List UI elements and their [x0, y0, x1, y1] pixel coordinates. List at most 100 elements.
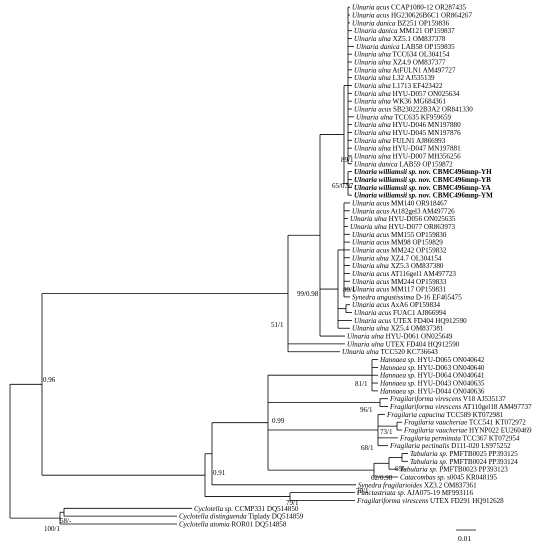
tip-label: Ulnaria ulna XZ4.9 OM837377 [354, 59, 446, 67]
tip-accession: MM242 OP159832 [389, 246, 447, 254]
tip-species: Ulnaria ulna [352, 262, 389, 270]
support-fragilaria-group: 68/1 [361, 444, 374, 452]
tip-accession: BZ251 OP159836 [396, 19, 450, 27]
tip-accession: HYU-D043 ON040635 [416, 380, 485, 388]
tip-label: Ulnaria ulna HYU-D007 MH356256 [354, 152, 461, 160]
tip-accession: HYU-D063 ON040640 [416, 364, 485, 372]
tip-species: Ulnaria ulna [354, 152, 391, 160]
support-williamsii-outer: 89/1 [341, 156, 354, 164]
tip-accession: AtFULN1 AM497727 [391, 66, 456, 74]
tip-label: Hannaea sp. HYU-D065 ON040642 [379, 356, 485, 364]
tip-label: Ulnaria acus AT116gel1 AM497723 [352, 270, 456, 278]
tip-labels: Ulnaria acus CCAP1080-12 OR287435Ulnaria… [179, 4, 532, 529]
tip-accession: V18 AJ535137 [461, 395, 506, 403]
support-ulnaria-all: 51/1 [271, 321, 284, 329]
tip-accession: HYU-D046 MN197880 [391, 121, 461, 129]
scale-bar-label: 0.01 [458, 534, 471, 543]
tip-label: Fragilariforma virescens V18 AJ535137 [389, 395, 506, 403]
tip-species: Ulnaria acus [352, 4, 389, 12]
tip-accession: CBMC496mnp-YB [431, 176, 491, 184]
tip-label: Ulnaria williamsii sp. nov. CBMC496mnp-Y… [354, 192, 493, 200]
support-cyclotella-pair: 58/- [60, 517, 72, 525]
tip-species: Cyclotella sp. [194, 505, 233, 513]
tip-accession: L32 AJ535139 [391, 74, 435, 82]
tip-accession: CBMC496mnp-YM [431, 192, 493, 200]
tip-species: Ulnaria danica [352, 19, 396, 27]
tip-label: Ulnaria ulna HYU-D046 MN197880 [354, 121, 461, 129]
tip-accession: SB230222B3A2 OR841330 [391, 105, 473, 113]
tip-species: Ulnaria acus [352, 239, 389, 247]
tree-branches [9, 6, 408, 525]
tip-species: Fragilariforma virescens [389, 403, 461, 411]
tip-species: Ulnaria ulna [354, 137, 391, 145]
tip-accession: HYNP022 EU260469 [467, 427, 532, 435]
tip-label: Punctastriata sp. AJA075-19 MF993116 [356, 489, 473, 497]
tip-species: Ulnaria ulna [350, 223, 387, 231]
tip-accession: TCC635 KF959659 [393, 113, 452, 121]
tip-label: Ulnaria ulna XZ5.4 OM837381 [352, 325, 444, 333]
tip-species: Ulnaria ulna [347, 340, 384, 348]
tip-accession: L1713 EF423422 [391, 82, 443, 90]
tip-accession: LAB59 OP159872 [398, 160, 454, 168]
tip-label: Ulnaria ulna TCC634 OL304154 [354, 51, 450, 59]
tip-accession: UTEX FD404 HQ912590 [391, 317, 467, 325]
tip-label: Ulnaria ulna TCC520 KC736643 [342, 348, 438, 356]
tip-accession: Tiplady DQ514859 [247, 513, 304, 521]
support-vaucheriae: 73/1 [380, 428, 393, 436]
scale-bar: 0.01 [456, 529, 476, 543]
tip-accession: HYU-D077 OR863973 [387, 223, 456, 231]
support-williamsii-inner: 65/0.97 [332, 182, 354, 190]
tip-accession: HYU-D061 ON025649 [384, 333, 453, 341]
tip-species: Punctastriata sp. [356, 489, 406, 497]
tip-species: Ulnaria acus [352, 207, 389, 215]
tip-species: Ulnaria ulna [347, 333, 384, 341]
tip-species: Ulnaria ulna [350, 215, 387, 223]
tip-label: Tabularia sp. PMFTB0025 PP393125 [410, 450, 518, 458]
tip-species: Fragilaria perminuta [399, 434, 461, 442]
tip-accession: XZ4.9 OM837377 [391, 59, 446, 67]
tip-species: Tabularia sp. [410, 450, 448, 458]
tip-label: Ulnaria danica BZ251 OP159836 [352, 19, 450, 27]
tip-accession: TCC520 KC736643 [379, 348, 438, 356]
tip-species: Ulnaria ulna [354, 90, 391, 98]
tip-species: Ulnaria williamsii sp. nov. [354, 176, 431, 184]
tip-species: Fragilariforma virescens [356, 497, 428, 505]
tip-species: Ulnaria acus [352, 12, 389, 20]
tip-species: Fragilaria vaucheriae [403, 427, 467, 435]
tip-label: Hannaea sp. HYU-D043 ON040635 [379, 380, 485, 388]
tip-species: Ulnaria ulna [352, 325, 389, 333]
tip-accession: MM98 OP159829 [389, 239, 443, 247]
tip-accession: XZ5.4 OM837381 [389, 325, 444, 333]
tip-label: Ulnaria danica MM121 OP159837 [354, 27, 455, 35]
tip-label: Hannaea sp. HYU-D044 ON040636 [379, 387, 485, 395]
tip-label: Ulnaria acus MM244 OP159833 [352, 278, 447, 286]
tip-species: Cyclotella atomia [179, 520, 230, 528]
tip-label: Ulnaria danica LAB59 OP159872 [354, 160, 453, 168]
tip-label: Cyclotella atomia ROR01 DQ514858 [179, 520, 287, 528]
tip-accession: HYU-D064 ON040641 [416, 372, 485, 380]
support-tabularia-b: 62/0.98 [371, 474, 393, 482]
tip-label: Hannaea sp. HYU-D063 ON040640 [379, 364, 485, 372]
tip-label: Fragilaria vaucheriae HYNP022 EU260469 [403, 427, 532, 435]
tip-species: Synedra angustissima [352, 293, 415, 301]
tip-label: Ulnaria ulna L1713 EF423422 [354, 82, 443, 90]
support-values: 89/1 65/0.97 80/1 99/0.98 51/1 0.96 81/1… [43, 156, 407, 533]
tip-accession: HYU-D007 MH356256 [391, 152, 461, 160]
tip-label: Catacombas sp. s0045 KR048195 [400, 474, 497, 482]
tip-label: Ulnaria williamsii sp. nov. CBMC496mnp-Y… [354, 184, 492, 192]
tip-label: Fragilaria capucina TCC589 KT072981 [386, 411, 504, 419]
tip-label: Ulnaria ulna HYU-D045 MN197876 [354, 129, 461, 137]
tip-label: Tabularia sp. PMFTB0023 PP393123 [400, 466, 508, 474]
tip-label: Ulnaria acus AxA6 OP159834 [352, 301, 441, 309]
tip-accession: HYU-D065 ON040642 [416, 356, 485, 364]
tip-label: Ulnaria ulna HYU-D057 ON025634 [354, 90, 460, 98]
tip-label: Ulnaria ulna UTEX FD404 HQ912590 [347, 340, 460, 348]
tip-accession: FULN1 AJ866993 [391, 137, 446, 145]
tip-accession: HG230626B6C1 OR864267 [389, 12, 472, 20]
tip-species: Ulnaria ulna [354, 35, 391, 43]
tip-species: Ulnaria williamsii sp. nov. [354, 184, 431, 192]
tip-species: Ulnaria acus [354, 317, 391, 325]
support-fragilariforma: 96/1 [360, 406, 373, 414]
tip-species: Ulnaria williamsii sp. nov. [354, 168, 431, 176]
tip-accession: s0045 KR048195 [445, 474, 497, 482]
